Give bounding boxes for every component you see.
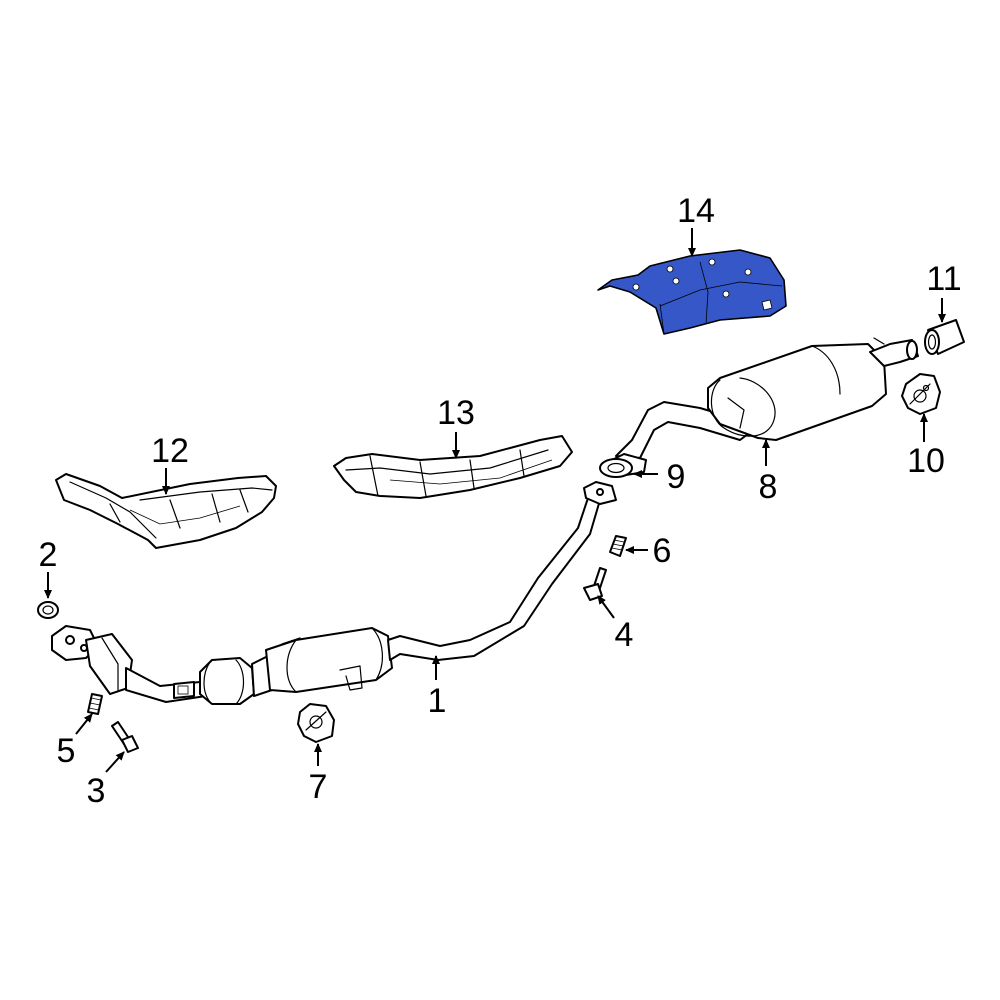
rear-hanger-insulator-part[interactable] [901, 373, 941, 415]
callout-6[interactable]: 6 [653, 532, 672, 570]
callout-7[interactable]: 7 [309, 768, 328, 806]
stud-rear-part[interactable] [609, 535, 627, 557]
exhaust-tip-part[interactable] [924, 319, 965, 355]
arrow-3 [105, 751, 125, 773]
callout-8[interactable]: 8 [759, 468, 778, 506]
callout-labels: 1 2 3 4 5 6 7 8 9 10 11 12 13 14 [39, 192, 962, 810]
callout-5[interactable]: 5 [57, 732, 76, 770]
arrow-5 [75, 713, 93, 735]
heat-shield-center-part[interactable] [333, 435, 573, 499]
callout-11[interactable]: 11 [926, 260, 961, 298]
callout-12[interactable]: 12 [151, 432, 189, 470]
arrow-4 [597, 595, 615, 619]
callout-3[interactable]: 3 [87, 772, 106, 810]
bolt-front-part[interactable] [111, 721, 139, 753]
callout-9[interactable]: 9 [667, 458, 686, 496]
callout-1[interactable]: 1 [428, 682, 447, 720]
leader-arrows [44, 228, 946, 773]
heat-shield-rear-shape[interactable] [597, 249, 787, 335]
bolt-rear-part[interactable] [583, 567, 607, 601]
stud-front-part[interactable] [87, 693, 103, 715]
front-pipe-part[interactable] [51, 481, 617, 705]
callout-2[interactable]: 2 [39, 536, 58, 574]
callout-14[interactable]: 14 [677, 192, 715, 230]
callout-10[interactable]: 10 [907, 442, 945, 480]
heat-shield-rear-part[interactable] [597, 249, 787, 335]
gasket-rear-part[interactable] [599, 458, 633, 478]
callout-4[interactable]: 4 [615, 616, 634, 654]
callout-13[interactable]: 13 [437, 394, 475, 432]
gasket-front-part[interactable] [37, 601, 59, 619]
heat-shield-front-part[interactable] [55, 473, 277, 549]
front-hanger-insulator-part[interactable] [297, 703, 335, 743]
muffler-part[interactable] [607, 337, 919, 477]
